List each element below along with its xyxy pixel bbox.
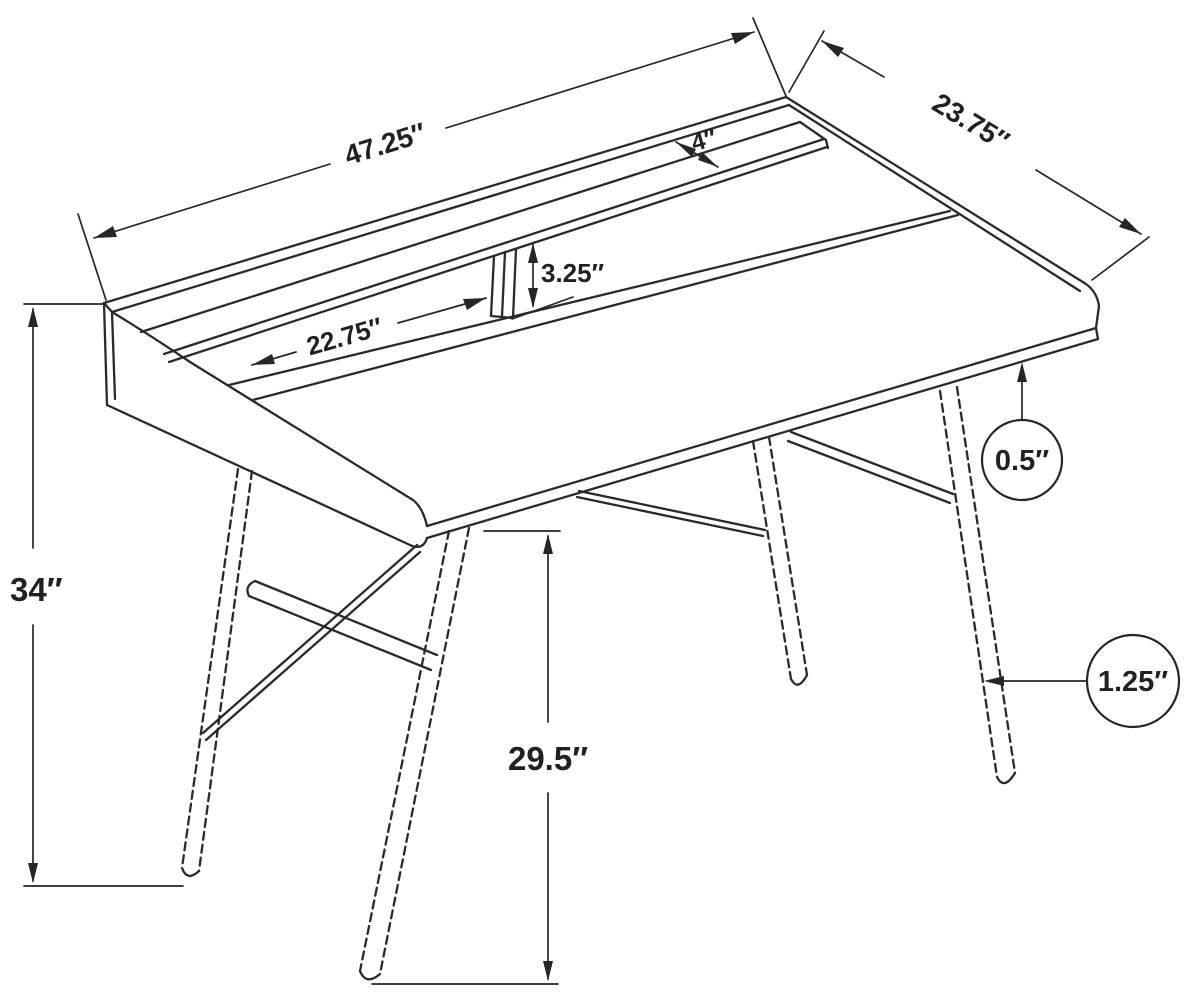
- back-left-leg-inner-edge: [197, 469, 254, 873]
- front-left-leg: [358, 526, 471, 981]
- desktop-front-bottom-edge: [425, 337, 1100, 540]
- front-left-leg-outer-edge: [358, 529, 451, 973]
- opening-height-label: 3.25″: [541, 258, 604, 288]
- left-panel-bottom-edge: [105, 403, 429, 548]
- underside-arrow-down: [543, 961, 553, 981]
- right-panel-inner-edge: [787, 103, 1082, 293]
- opening-width-label: 22.75″: [303, 311, 386, 361]
- dimension-overall-depth: 23.75″: [788, 30, 1150, 281]
- right-diagonal-brace: [786, 430, 955, 505]
- hutch-back-panel: [102, 95, 791, 314]
- depth-extension-line-right: [1091, 236, 1150, 281]
- back-right-leg: [751, 435, 809, 686]
- right-panel-outer-edge: [784, 95, 1101, 330]
- back-panel-top-outer-edge: [102, 95, 788, 305]
- back-left-leg-outer-edge: [180, 467, 240, 870]
- right-side-panel: [784, 95, 1101, 330]
- dimension-overall-width: 47.25″: [77, 17, 787, 301]
- overall-depth-label: 23.75″: [927, 87, 1014, 157]
- rail-top-edge: [227, 209, 952, 387]
- overall-width-label: 47.25″: [341, 117, 430, 171]
- depth-extension-line-left: [788, 30, 825, 93]
- underside-arrow-up: [543, 534, 553, 554]
- front-right-leg-inner-edge: [955, 385, 1017, 775]
- front-left-leg-foot: [358, 969, 382, 981]
- back-right-leg-inner-edge: [767, 435, 809, 677]
- left-side-panel: [102, 301, 429, 548]
- braces: [201, 430, 955, 742]
- left-diagonal-brace: [201, 543, 422, 742]
- front-left-leg-inner-edge: [378, 526, 471, 976]
- leg-width-arrow: [984, 676, 1004, 686]
- desktop-front-top-edge: [425, 326, 1098, 528]
- top-thickness-arrow: [1017, 362, 1027, 382]
- opening-height-arrow-up: [528, 243, 538, 263]
- desktop: [425, 326, 1100, 540]
- shelf-underside-edge: [167, 145, 829, 364]
- hutch-shelf: [139, 120, 830, 364]
- width-extension-line-left: [77, 213, 107, 301]
- legs: [180, 385, 1017, 981]
- depth-arrow-left: [822, 41, 844, 57]
- divider-inner-line: [500, 250, 507, 319]
- width-dimension-line: [93, 31, 755, 239]
- shelf-depth-label: 4″: [689, 124, 720, 157]
- dimension-underside-height: 29.5″: [371, 530, 588, 985]
- height-arrow-down: [28, 863, 38, 883]
- dimension-top-thickness: 0.5″: [980, 362, 1064, 502]
- left-stretcher-bar: [246, 579, 439, 672]
- top-thickness-label: 0.5″: [995, 445, 1049, 477]
- opening-width-arrow-left: [252, 354, 275, 365]
- left-panel-top-edge: [110, 310, 429, 528]
- overall-height-label: 34″: [10, 571, 63, 608]
- back-panel-top-inner-edge: [110, 103, 791, 314]
- shelf-divider: [489, 247, 518, 320]
- shelf-front-edge: [162, 137, 826, 356]
- width-arrow-left: [94, 226, 117, 238]
- front-right-leg: [938, 385, 1017, 785]
- back-left-leg-foot: [180, 866, 201, 877]
- desktop-back-edge: [251, 213, 960, 402]
- back-left-leg: [180, 467, 254, 877]
- opening-height-extension-line: [511, 296, 574, 320]
- dimension-leg-width: 1.25″: [984, 633, 1181, 729]
- desktop-right-end-join: [1094, 326, 1100, 341]
- width-arrow-right: [731, 32, 754, 44]
- width-extension-line-right: [752, 17, 787, 97]
- height-arrow-up: [28, 307, 38, 327]
- back-right-leg-foot: [789, 673, 809, 686]
- hutch-rail: [227, 209, 960, 402]
- back-panel-corner-join: [102, 301, 114, 314]
- leg-width-label: 1.25″: [1098, 666, 1168, 698]
- depth-arrow-right: [1119, 218, 1141, 234]
- front-stretcher-brace: [575, 489, 767, 538]
- dimension-opening-height: 3.25″: [511, 243, 604, 320]
- back-right-leg-outer-edge: [751, 439, 793, 681]
- opening-height-arrow-down: [528, 288, 538, 308]
- top-thickness-callout-circle: [980, 418, 1064, 502]
- shelf-depth-arrow-front: [698, 152, 718, 167]
- front-right-leg-foot: [995, 771, 1017, 785]
- shelf-right-end: [798, 120, 830, 150]
- left-panel-back-edge: [102, 301, 109, 407]
- dimension-overall-height: 34″: [10, 303, 184, 887]
- shelf-depth-arrow-back: [676, 142, 696, 157]
- left-panel-back-inner-edge: [110, 310, 117, 401]
- front-right-leg-outer-edge: [938, 389, 999, 779]
- underside-height-label: 29.5″: [508, 740, 588, 777]
- shelf-back-edge: [139, 120, 802, 334]
- leg-width-callout-circle: [1085, 633, 1181, 729]
- opening-width-arrow-right: [463, 298, 486, 310]
